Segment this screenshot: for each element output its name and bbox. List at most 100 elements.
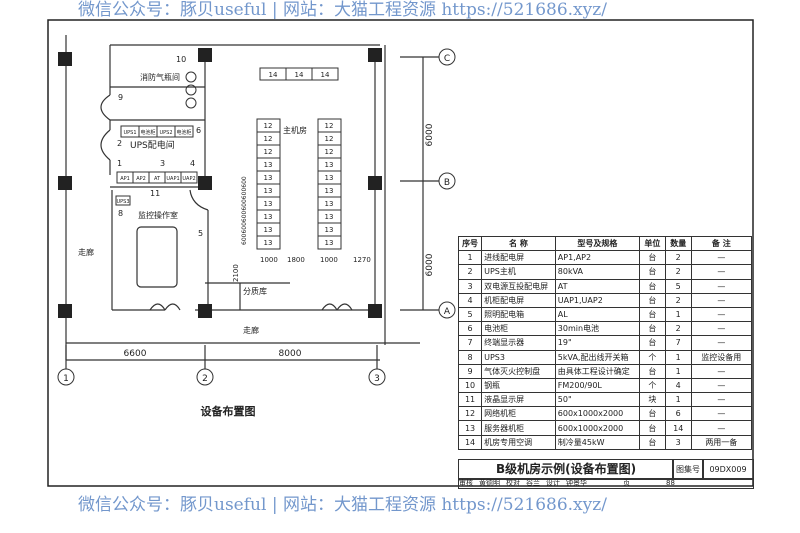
- table-cell: —: [690, 292, 753, 308]
- callout-number: 9: [118, 93, 123, 102]
- table-cell: 10: [457, 377, 483, 394]
- table-cell: 台: [639, 406, 666, 422]
- ups-equipment: [174, 125, 194, 138]
- room-label-corridor: 走廊: [78, 247, 94, 257]
- table-cell: 制冷量45kW: [554, 434, 641, 450]
- table-cell: 30min电池: [554, 321, 641, 337]
- axis-label: C: [444, 54, 450, 64]
- table-cell: 1: [664, 363, 692, 379]
- distribution-panel: [180, 171, 198, 184]
- rack-label: 13: [264, 226, 273, 234]
- columns: [58, 48, 382, 318]
- panel-label: AP1: [120, 176, 130, 182]
- table-cell: 7: [664, 335, 692, 351]
- table-cell: 3: [664, 434, 692, 450]
- signature-row: 审核 黄德明 校对 谷兰 设计 钟景华 页 88: [458, 478, 754, 489]
- watermark-bottom: 微信公众号：豚贝useful | 网站：大猫工程资源 https://52168…: [78, 495, 607, 515]
- table-cell: 4: [457, 292, 483, 308]
- rack-label: 12: [325, 135, 334, 143]
- dimension-label: 600600600600600600: [241, 176, 248, 245]
- table-cell: 2: [664, 321, 692, 337]
- rack-label: 13: [264, 174, 273, 182]
- room-label-corridor-bottom: 走廊: [243, 325, 259, 335]
- table-cell: 块: [639, 392, 666, 408]
- table-cell: —: [690, 321, 753, 337]
- callout-number: 6: [196, 126, 201, 135]
- panel-label: AT: [154, 176, 161, 182]
- panel-label: UAP1: [166, 176, 179, 182]
- dimension-label: 1000: [320, 256, 338, 264]
- table-cell: 5: [664, 278, 692, 294]
- watermark-top: 微信公众号：豚贝useful | 网站：大猫工程资源 https://52168…: [78, 0, 607, 20]
- table-cell: 19": [554, 335, 641, 351]
- table-cell: 终端显示器: [481, 335, 556, 351]
- rack-label: 13: [264, 187, 273, 195]
- column-header: 备 注: [690, 235, 753, 252]
- table-cell: 台: [639, 264, 666, 280]
- table-cell: —: [690, 377, 753, 394]
- table-cell: —: [690, 406, 753, 422]
- table-header-row: 序号名 称型号及规格单位数量备 注: [457, 235, 753, 252]
- table-cell: —: [690, 363, 753, 379]
- table-cell: 13: [457, 420, 483, 436]
- table-cell: 1: [664, 349, 692, 365]
- drawing-title: B级机房示例(设备布置图): [458, 459, 674, 480]
- dimension-label: 6000: [425, 123, 435, 146]
- table-cell: AT: [554, 278, 641, 294]
- table-cell: 台: [639, 434, 666, 450]
- dimension-label: 6000: [425, 253, 435, 276]
- table-cell: 2: [664, 292, 692, 308]
- table-cell: —: [690, 392, 753, 408]
- dimension-label: 8000: [279, 349, 302, 359]
- ups-equipment-label: 电池柜: [176, 129, 191, 136]
- axis-label: 1: [63, 374, 69, 384]
- table-cell: 机柜配电屏: [481, 292, 556, 308]
- ac-unit: [311, 67, 339, 81]
- table-cell: 台: [639, 278, 666, 294]
- table-cell: FM200/90L: [554, 377, 641, 394]
- table-cell: AL: [554, 306, 641, 323]
- review-label: 审核: [459, 479, 473, 487]
- table-cell: 电池柜: [481, 321, 556, 337]
- table-cell: 台: [639, 306, 666, 323]
- ups-equipment-label: UPS1: [123, 130, 136, 136]
- table-cell: 3: [457, 278, 483, 294]
- check-label: 校对: [506, 479, 520, 487]
- table-cell: 钢瓶: [481, 377, 556, 394]
- table-cell: 液晶显示屏: [481, 392, 556, 408]
- callout-number: 4: [190, 159, 195, 168]
- table-cell: 气体灭火控制盘: [481, 363, 556, 379]
- table-cell: —: [690, 335, 753, 351]
- axis-label: A: [444, 307, 451, 317]
- rack-label: 13: [264, 239, 273, 247]
- table-cell: 5kVA,配出线开关箱: [554, 349, 641, 365]
- table-cell: 监控设备用: [690, 349, 753, 365]
- rack-label: 12: [325, 122, 334, 130]
- rack-label: 13: [264, 213, 273, 221]
- table-cell: 照明配电箱: [481, 306, 556, 323]
- gas-cylinders: [185, 71, 197, 109]
- ac-unit-label: 14: [321, 71, 330, 79]
- table-cell: UAP1,UAP2: [554, 292, 641, 308]
- table-cell: 服务器机柜: [481, 420, 556, 436]
- table-cell: 由具体工程设计确定: [554, 363, 641, 379]
- table-cell: 双电源互投配电屏: [481, 278, 556, 294]
- ups3-unit: [115, 195, 131, 206]
- room-label-ups: UPS配电间: [130, 139, 175, 151]
- callout-number: 1: [117, 159, 122, 168]
- table-cell: —: [690, 420, 753, 436]
- table-cell: UPS主机: [481, 264, 556, 280]
- table-cell: 台: [639, 363, 666, 379]
- atlas-label: 图集号: [672, 459, 704, 480]
- table-cell: 机房专用空调: [481, 434, 556, 450]
- rack-label: 12: [264, 148, 273, 156]
- column-header: 名 称: [481, 235, 556, 252]
- table-cell: 2: [457, 264, 483, 280]
